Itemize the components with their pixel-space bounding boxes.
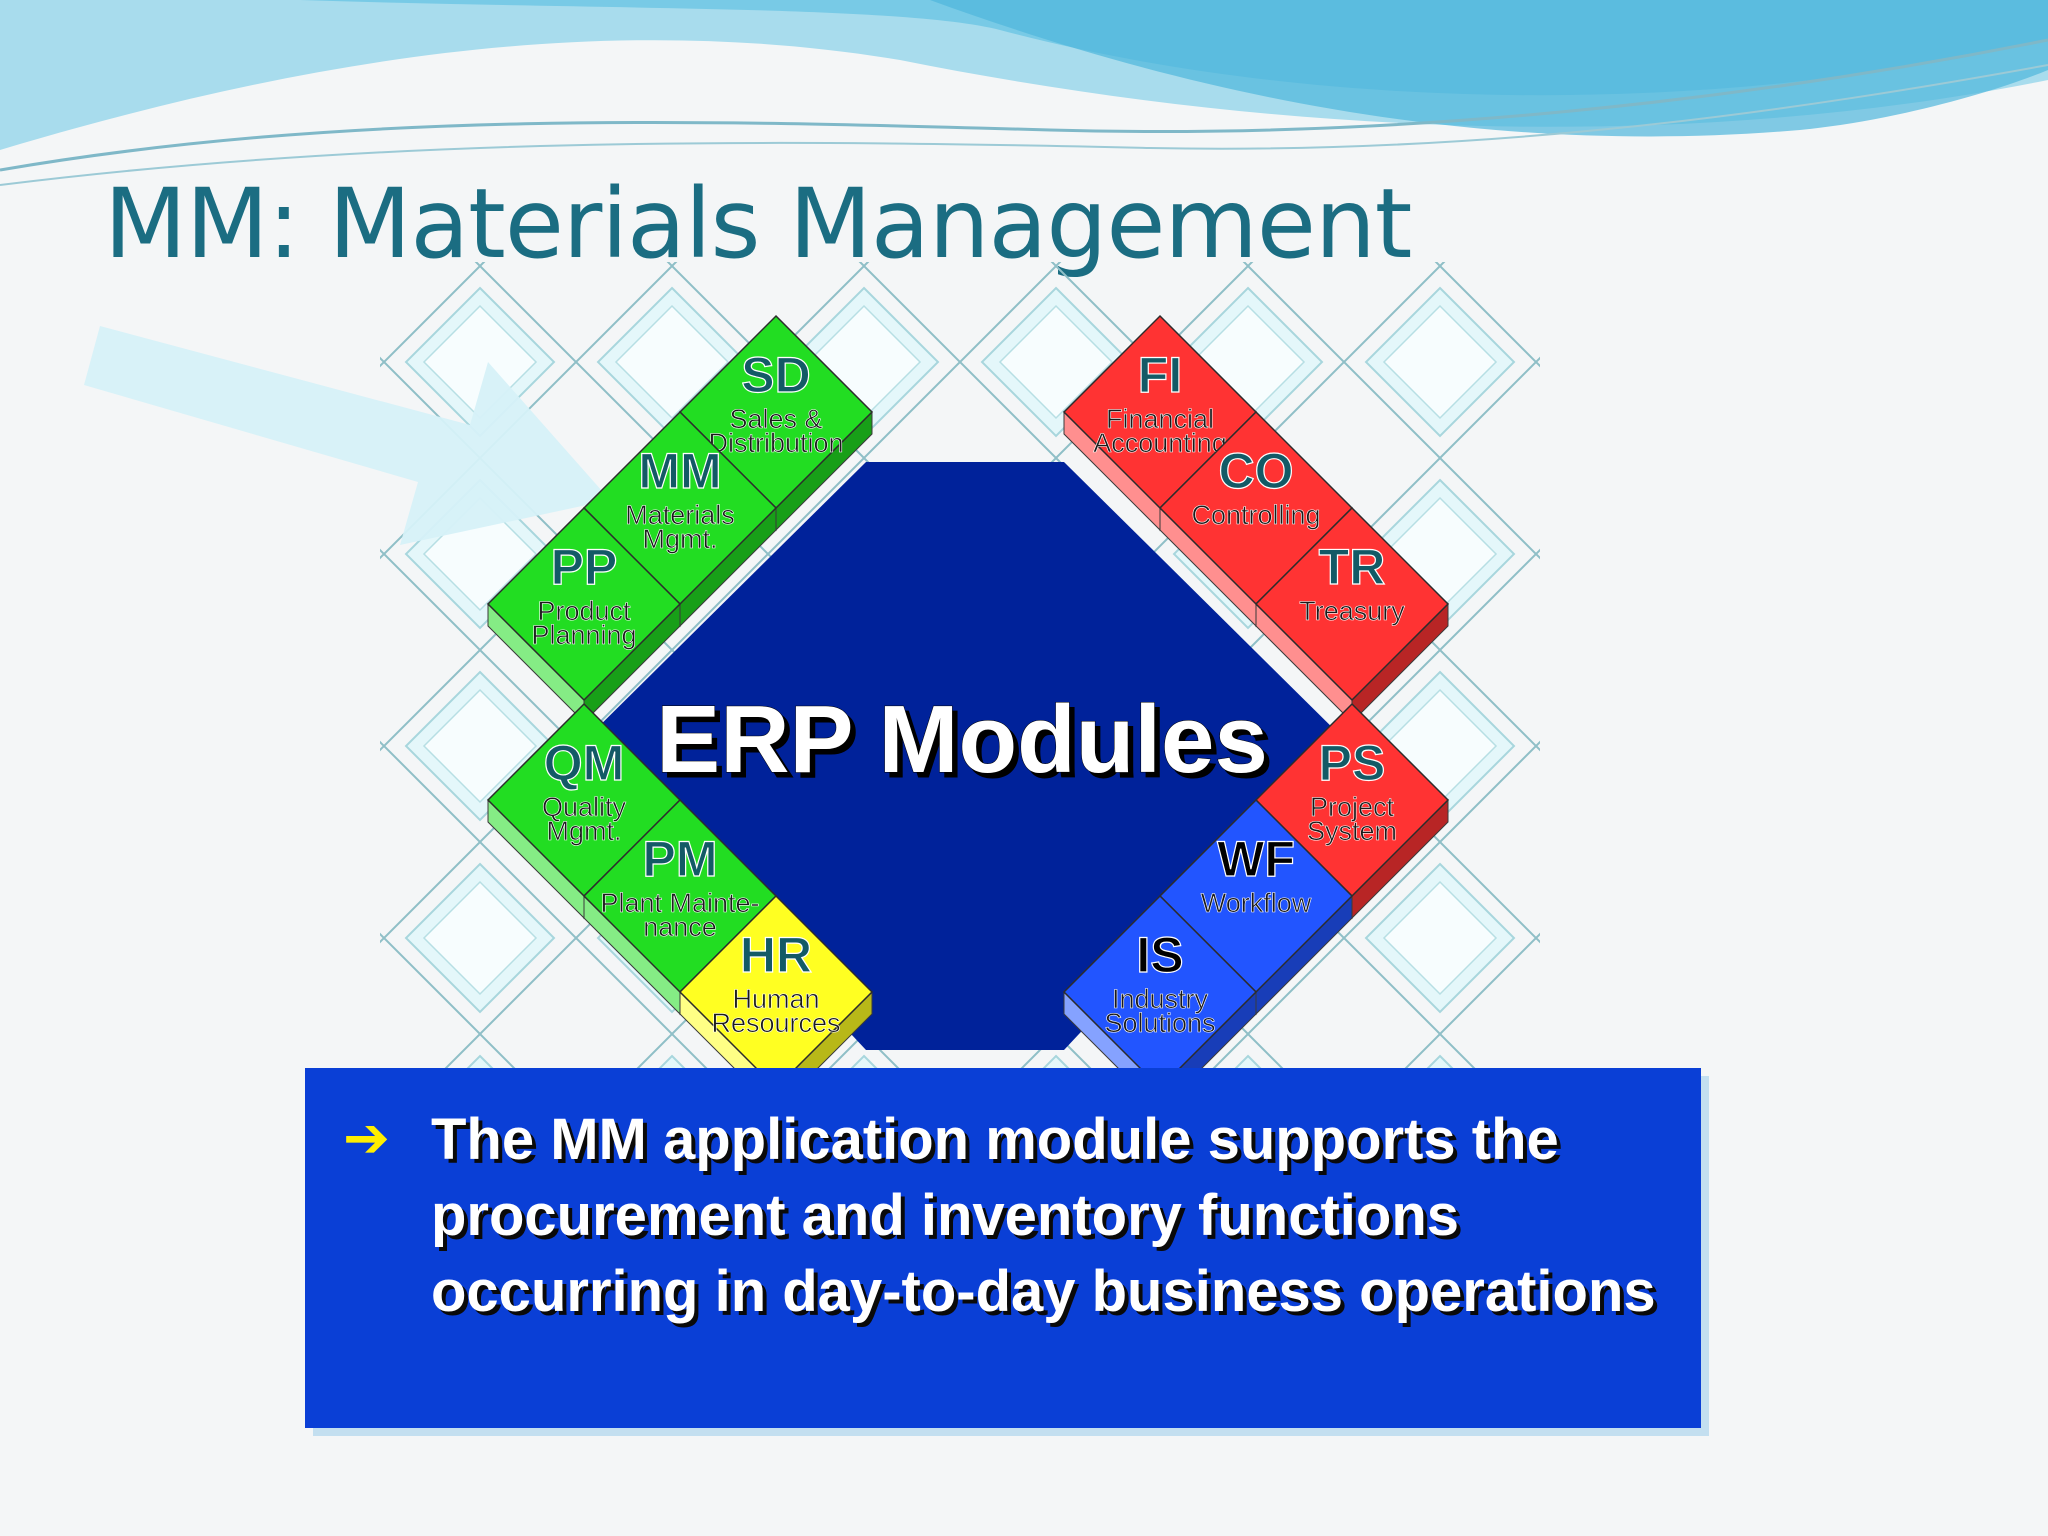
module-name-line1: Industry	[1112, 984, 1209, 1014]
module-name-line1: Controlling	[1191, 500, 1320, 530]
module-name-line2: Mgmt.	[642, 524, 717, 554]
module-tr-tile	[1254, 506, 1450, 702]
module-name-line1: Plant Mainte-	[600, 888, 759, 918]
module-name-line1: Workflow	[1201, 888, 1312, 918]
module-code-label: WF	[1217, 831, 1295, 887]
module-name-line1: Product	[537, 596, 631, 626]
module-name-line2: Mgmt.	[546, 816, 621, 846]
module-name-line2: Solutions	[1104, 1008, 1215, 1038]
hub-label: ERP Modules	[656, 686, 1268, 793]
module-name-line1: Sales &	[729, 404, 822, 434]
module-code-label: TR	[1319, 539, 1386, 595]
module-code-label: PP	[551, 539, 618, 595]
module-code-label: PM	[643, 831, 718, 887]
module-name-line2: System	[1307, 816, 1397, 846]
module-name-line1: Project	[1310, 792, 1395, 822]
module-code-label: FI	[1138, 347, 1182, 403]
module-code-label: HR	[740, 927, 812, 983]
module-pp-tile	[486, 506, 682, 702]
callout-text: The MM application module supports the p…	[431, 1107, 1656, 1324]
light-blue-arrow-icon	[84, 326, 610, 545]
module-code-label: MM	[638, 443, 721, 499]
module-name-line1: Treasury	[1299, 596, 1405, 626]
module-name-line2: nance	[643, 912, 717, 942]
module-name-line2: Accounting	[1093, 428, 1227, 458]
module-name-line2: Planning	[531, 620, 636, 650]
module-name-line1: Financial	[1106, 404, 1214, 434]
module-name-line1: Human	[732, 984, 819, 1014]
module-name-line1: Materials	[625, 500, 735, 530]
module-code-label: QM	[544, 735, 625, 791]
module-code-label: PS	[1319, 735, 1386, 791]
slide-title: MM: Materials Management	[104, 168, 1412, 280]
module-name-line1: Quality	[542, 792, 627, 822]
module-code-label: IS	[1136, 927, 1183, 983]
description-callout: ➔ The MM application module supports the…	[305, 1068, 1701, 1428]
module-code-label: CO	[1219, 443, 1294, 499]
module-code-label: SD	[741, 347, 810, 403]
module-name-line2: Resources	[711, 1008, 840, 1038]
header-wave-decoration	[0, 0, 2048, 186]
module-name-line2: Distribution	[708, 428, 843, 458]
right-arrow-icon: ➔	[343, 1106, 390, 1171]
